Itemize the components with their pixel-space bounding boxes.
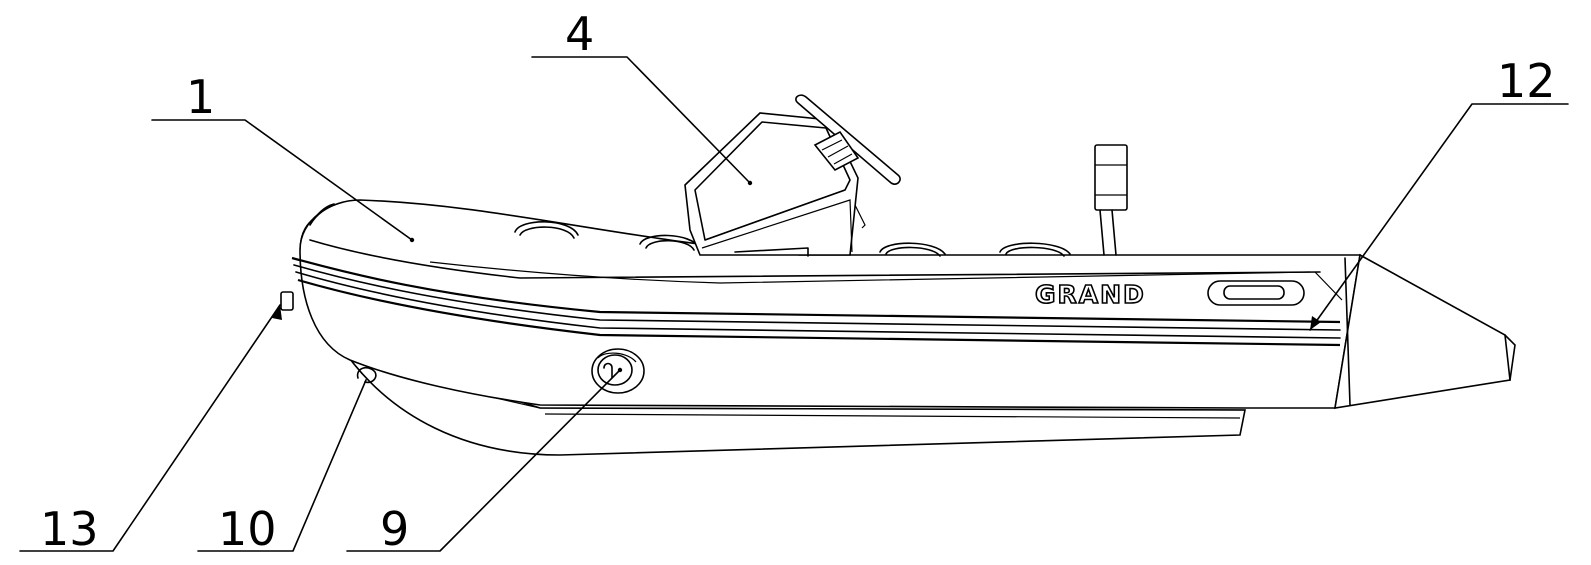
hull-keel <box>338 343 1246 456</box>
side-handle-outer <box>1207 280 1305 306</box>
leader-12 <box>1309 103 1569 331</box>
callout-1: 1 <box>186 70 215 124</box>
callout-12: 12 <box>1497 54 1556 108</box>
leader-13 <box>19 304 281 552</box>
console-base <box>734 247 809 257</box>
leader-10 <box>197 379 367 552</box>
boat-drawing: GRAND <box>280 94 1516 456</box>
stern-cone <box>1334 253 1516 409</box>
leader-1 <box>151 119 413 241</box>
control-pole <box>1094 144 1128 256</box>
steering-wheel <box>795 94 901 185</box>
console-side <box>854 204 866 229</box>
stern-cone-ring <box>1344 257 1511 406</box>
dot-9 <box>617 367 623 373</box>
tube-top-line <box>309 239 1321 279</box>
arrow-12 <box>1310 316 1321 330</box>
callout-labels: 1 4 12 13 10 9 <box>40 7 1556 556</box>
callout-4: 4 <box>565 7 594 61</box>
callout-10: 10 <box>218 502 277 556</box>
tube-side-line <box>429 261 1311 284</box>
rubstrake-mid1 <box>293 264 1341 331</box>
rubstrake-upper <box>291 256 1341 324</box>
rubstrake-lower <box>297 278 1341 347</box>
dot-1 <box>409 237 415 243</box>
callout-13: 13 <box>40 502 99 556</box>
leader-lines <box>19 56 1569 552</box>
console-body <box>684 112 859 256</box>
bow-fitting <box>280 291 294 311</box>
arrow-13 <box>272 305 282 320</box>
callout-9: 9 <box>380 502 409 556</box>
brand-logo: GRAND <box>1035 280 1146 309</box>
stern-diagonal <box>1314 271 1343 301</box>
console-panel <box>701 189 853 253</box>
leader-9 <box>346 369 621 552</box>
dot-4 <box>747 180 753 186</box>
keel-strake <box>539 407 1246 419</box>
towing-eye <box>356 366 377 384</box>
bow-handle <box>309 203 335 226</box>
rubstrake-mid2 <box>295 271 1341 339</box>
leader-4 <box>531 56 751 184</box>
side-handle-inner <box>1223 285 1285 300</box>
